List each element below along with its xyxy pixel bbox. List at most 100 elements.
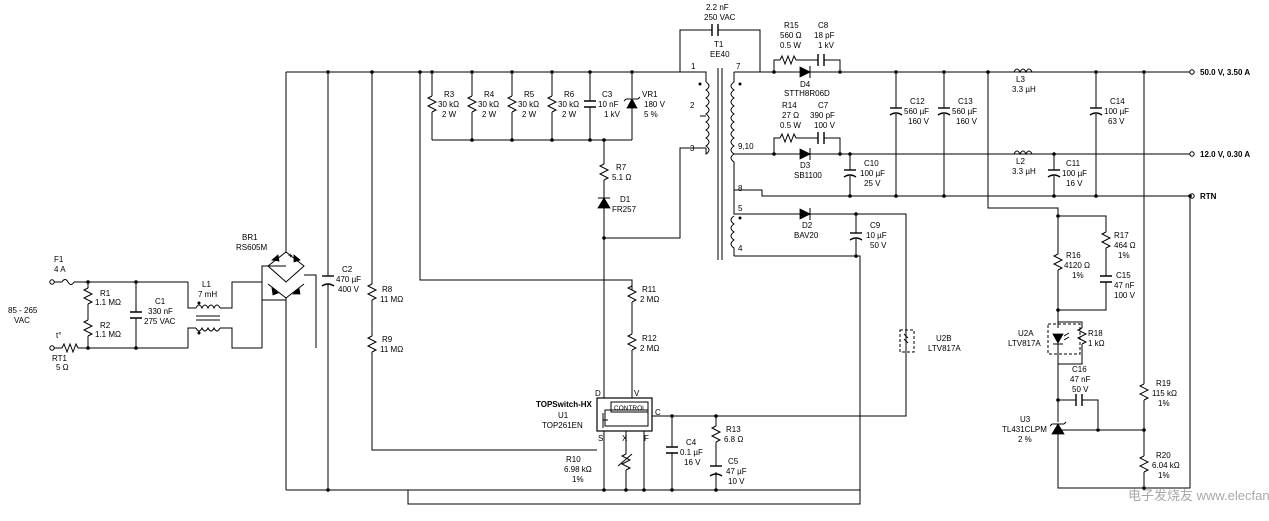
U1-pin-x: X (622, 434, 628, 443)
out50-label: 50.0 V, 3.50 A (1200, 68, 1250, 77)
snubber-12v: R14 27 Ω 0.5 W C7 390 pF 100 V D3 SB1100 (734, 101, 1190, 180)
U1-pin-v: V (634, 389, 640, 398)
R5-ref: R5 (524, 90, 535, 99)
VR1-tolerance: 5 % (644, 110, 658, 119)
C3-value: 10 nF (598, 100, 619, 109)
U1-pin-f: F (644, 434, 649, 443)
R5-power: 2 W (522, 110, 537, 119)
resistor-R19: R19 115 kΩ 1% (1138, 70, 1177, 456)
U2B-ref: U2B (936, 334, 952, 343)
D2-value: BAV20 (794, 231, 819, 240)
resistor-R9: R9 11 MΩ (366, 335, 597, 451)
R4-power: 2 W (482, 110, 497, 119)
R17-ref: R17 (1114, 231, 1129, 240)
C14-value: 100 µF (1104, 107, 1129, 116)
C2-value: 470 µF (336, 275, 361, 284)
resistor-R8: R8 11 MΩ (366, 72, 403, 336)
R3-power: 2 W (442, 110, 457, 119)
optocoupler-U2B: U2B LTV817A (899, 329, 961, 416)
L1-ref: L1 (202, 280, 211, 289)
U1-pin-s: S (598, 434, 603, 443)
T1-pin-8: 8 (738, 184, 743, 193)
capacitor-C12: C12 560 µF 160 V (889, 70, 930, 198)
R8-ref: R8 (382, 285, 393, 294)
out50-terminal (1189, 69, 1195, 75)
y-capacitor: 2.2 nF 250 VAC (679, 3, 761, 72)
R11-ref: R11 (642, 285, 657, 294)
C10-value: 100 µF (860, 169, 885, 178)
C7-value: 390 pF (810, 111, 835, 120)
Cy-value: 2.2 nF (706, 3, 729, 12)
capacitor-C11: C11 100 µF 16 V (1047, 152, 1087, 198)
R6-power: 2 W (562, 110, 577, 119)
R6-value: 30 kΩ (558, 100, 579, 109)
C11-value: 100 µF (1062, 169, 1087, 178)
R13-ref: R13 (726, 425, 741, 434)
C15-voltage: 100 V (1114, 291, 1136, 300)
fuse-F1: F1 4 A (54, 255, 188, 285)
choke-L1: L1 7 mH (187, 280, 262, 349)
R7-ref: R7 (616, 163, 627, 172)
L1-value: 7 mH (198, 290, 217, 299)
ac-terminal-bottom (49, 345, 55, 351)
R4-ref: R4 (484, 90, 495, 99)
C1-value: 330 nF (148, 307, 173, 316)
U1-control-label: CONTROL (614, 405, 646, 412)
VR1-ref: VR1 (642, 90, 658, 99)
C8-value: 18 pF (814, 31, 835, 40)
resistor-R11: R11 2 MΩ (626, 280, 659, 334)
out12-label: 12.0 V, 0.30 A (1200, 150, 1250, 159)
C7-ref: C7 (818, 101, 829, 110)
R19-tolerance: 1% (1158, 399, 1170, 408)
C13-ref: C13 (958, 97, 973, 106)
C11-ref: C11 (1066, 159, 1081, 168)
R6-ref: R6 (564, 90, 575, 99)
R10-ref: R10 (566, 455, 581, 464)
reference-U3: C16 47 nF 50 V U3 TL431CLPM 2 % (1002, 196, 1191, 489)
R3-ref: R3 (444, 90, 455, 99)
T1-pin-9-10: 9,10 (738, 142, 754, 151)
capacitor-C10: C10 100 µF 25 V (843, 152, 885, 198)
R20-tolerance: 1% (1158, 471, 1170, 480)
capacitor-C4: C4 0.1 µF 16 V (666, 416, 703, 490)
R7-value: 5.1 Ω (612, 173, 631, 182)
R3-value: 30 kΩ (438, 100, 459, 109)
C12-value: 560 µF (904, 107, 929, 116)
R12-value: 2 MΩ (640, 344, 659, 353)
C3-ref: C3 (602, 90, 613, 99)
C2-ref: C2 (342, 265, 353, 274)
input-voltage-label: 85 - 265 (8, 306, 38, 315)
L3-ref: L3 (1016, 75, 1025, 84)
U3-ref: U3 (1020, 415, 1031, 424)
T1-core: EE40 (710, 50, 730, 59)
U2A-ref: U2A (1018, 329, 1034, 338)
R18-ref: R18 (1088, 329, 1103, 338)
capacitor-C1: C1 330 nF 275 VAC (130, 282, 176, 348)
R4-value: 30 kΩ (478, 100, 499, 109)
T1-ref: T1 (714, 40, 724, 49)
R5-value: 30 kΩ (518, 100, 539, 109)
T1-pin-5: 5 (738, 204, 743, 213)
C10-voltage: 25 V (864, 179, 881, 188)
R2-ref: R2 (100, 321, 111, 330)
R15-power: 0.5 W (780, 41, 801, 50)
R1-ref: R1 (100, 289, 111, 298)
C11-voltage: 16 V (1066, 179, 1083, 188)
R13-value: 6.8 Ω (724, 435, 743, 444)
U2A-part: LTV817A (1008, 339, 1041, 348)
C12-ref: C12 (910, 97, 925, 106)
C8-voltage: 1 kV (818, 41, 835, 50)
U1-ref: U1 (558, 411, 569, 420)
out12-terminal (1189, 151, 1195, 157)
R14-value: 27 Ω (782, 111, 799, 120)
R10-tolerance: 1% (572, 475, 584, 484)
U1-pin-c: C (655, 408, 661, 417)
C4-value: 0.1 µF (680, 448, 703, 457)
C9-ref: C9 (870, 221, 881, 230)
controller-U1: CONTROL D V C S X F TOPSwitch-HX U1 TOP2… (536, 238, 907, 490)
watermark: 电子发烧友 www.elecfans.com (1128, 488, 1269, 503)
C5-ref: C5 (728, 457, 739, 466)
R1-value: 1.1 MΩ (95, 298, 121, 307)
L3-value: 3.3 µH (1012, 85, 1036, 94)
